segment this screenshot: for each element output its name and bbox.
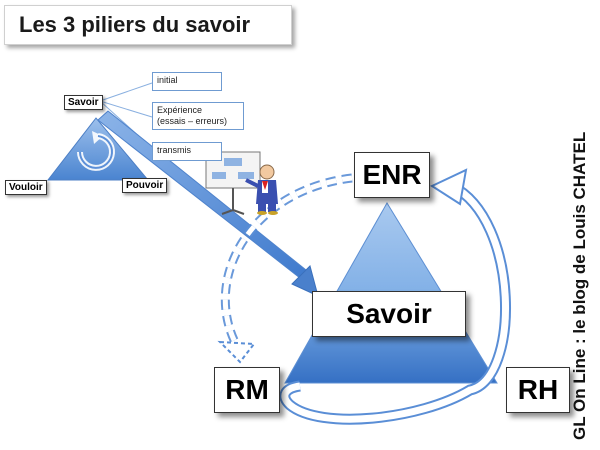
source-initial: initial [152, 72, 222, 91]
blog-credit: GL On Line : le blog de Louis CHATEL [570, 131, 589, 440]
big-rm-label: RM [214, 367, 280, 413]
big-rh-label: RH [506, 367, 570, 413]
big-enr-label: ENR [354, 152, 430, 198]
title-box: Les 3 piliers du savoir [4, 5, 292, 45]
dashed-cycle-arrow [217, 173, 353, 364]
small-vouloir-label: Vouloir [5, 180, 47, 195]
small-triangle [46, 117, 150, 181]
source-experience-line2: (essais – erreurs) [157, 116, 228, 126]
small-savoir-label: Savoir [64, 95, 103, 110]
small-pouvoir-label: Pouvoir [122, 178, 168, 193]
cycle-arrow-icon [77, 131, 115, 171]
transfer-arrow [97, 110, 319, 297]
source-experience: Expérience (essais – erreurs) [152, 102, 244, 130]
page-title: Les 3 piliers du savoir [19, 12, 251, 37]
big-savoir-label: Savoir [312, 291, 466, 337]
source-experience-line1: Expérience [157, 105, 203, 115]
solid-cycle-arrow [279, 168, 511, 425]
source-transmis: transmis [152, 142, 222, 161]
